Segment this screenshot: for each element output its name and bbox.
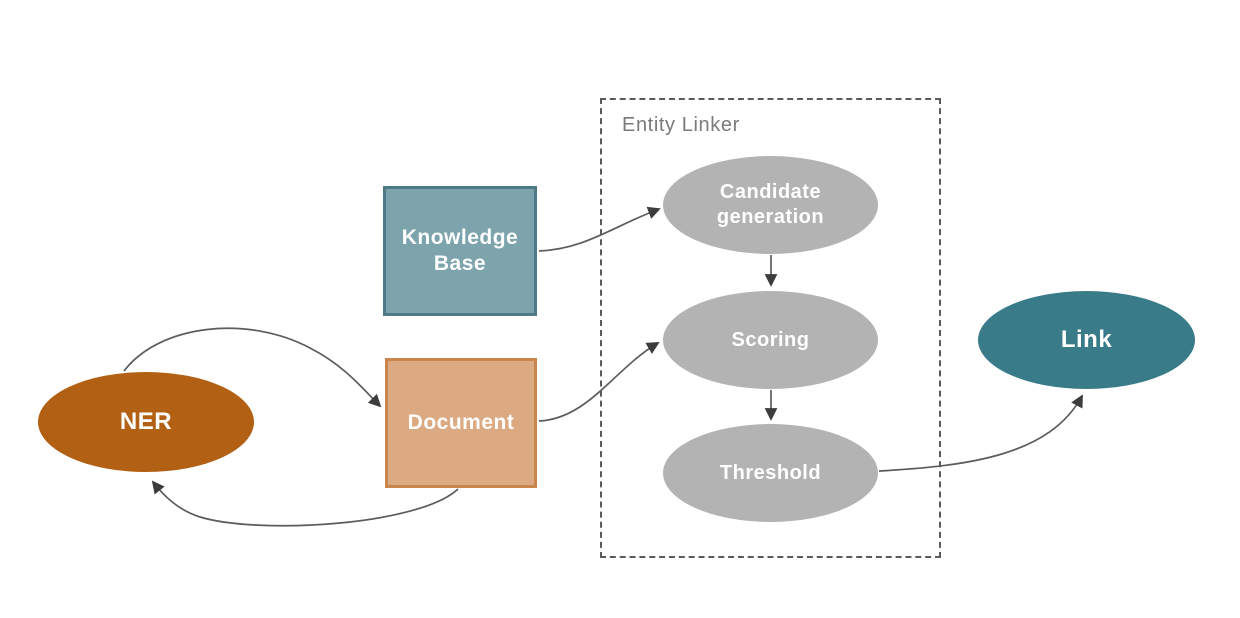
- entity-linker-group-label: Entity Linker: [622, 114, 740, 136]
- node-knowledge-base-label: Knowledge Base: [401, 225, 519, 275]
- node-candidate-generation-label: Candidate generation: [716, 181, 825, 228]
- entity-linker-group: Entity Linker: [600, 98, 941, 558]
- node-scoring-label: Scoring: [731, 328, 810, 351]
- node-document: Document: [385, 358, 537, 488]
- node-ner-label: NER: [119, 408, 173, 435]
- node-threshold-label: Threshold: [719, 461, 822, 484]
- node-threshold: Threshold: [663, 424, 878, 522]
- node-link-label: Link: [1060, 326, 1113, 353]
- node-candidate-generation: Candidate generation: [663, 156, 878, 254]
- node-scoring: Scoring: [663, 291, 878, 389]
- node-link: Link: [978, 291, 1195, 389]
- node-ner: NER: [38, 372, 254, 472]
- node-document-label: Document: [407, 410, 515, 434]
- node-knowledge-base: Knowledge Base: [383, 186, 537, 316]
- edge-document-to-ner: [151, 480, 459, 527]
